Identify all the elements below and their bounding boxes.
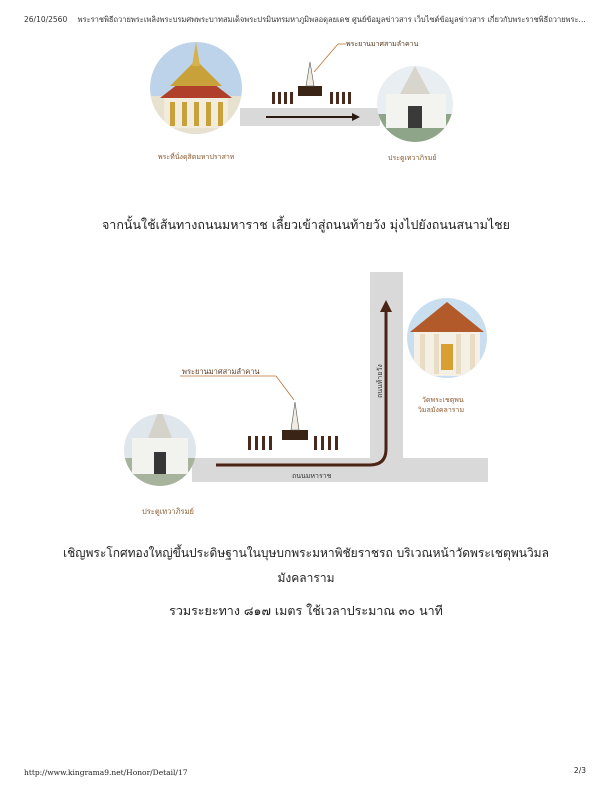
footer-page-number: 2/3 (573, 766, 586, 775)
gate-label: ประตูเทวาภิรมย์ (142, 507, 194, 516)
road-label-horizontal: ถนนมหาราช (292, 472, 332, 480)
caption-route-2-line1: เชิญพระโกศทองใหญ่ขึ้นประดิษฐานในบุษบกพระ… (63, 546, 549, 560)
temple-label-line2: วิมลมังคลาราม (418, 406, 464, 414)
page-header: 26/10/2560 พระราชพิธีถวายพระเพลิงพระบรมศ… (24, 14, 590, 26)
road-label-vertical: ถนนท้ายวัง (376, 364, 384, 398)
caption-route-1: จากนั้นใช้เส้นทางถนนมหาราช เลี้ยวเข้าสู่… (101, 217, 510, 232)
procession-figures (272, 61, 351, 104)
gate-photo (377, 66, 453, 142)
road-band-horizontal (192, 458, 488, 482)
route-arrowhead (352, 113, 360, 121)
palace-label: พระที่นั่งดุสิตมหาปราสาท (158, 152, 235, 161)
header-title: พระราชพิธีถวายพระเพลิงพระบรมศพพระบาทสมเด… (77, 15, 586, 24)
temple-photo (407, 298, 487, 378)
route-arrowhead (380, 300, 392, 312)
temple-label-line1: วัดพระเชตุพน (422, 396, 464, 404)
footer-url[interactable]: http://www.kingrama9.net/Honor/Detail/17 (24, 768, 188, 777)
gate-label: ประตูเทวาภิรมย์ (388, 154, 436, 162)
route-diagram-palace-to-gate: พระยานมาศสามลำคาน พระที่นั่งดุสิตมหาปราส… (150, 40, 453, 162)
caption-route-2-line2: มังคลาราม (277, 571, 335, 585)
procession-figures (248, 401, 338, 450)
vehicle-label: พระยานมาศสามลำคาน (182, 367, 260, 376)
caption-route-2: เชิญพระโกศทองใหญ่ขึ้นประดิษฐานในบุษบกพระ… (0, 541, 612, 591)
caption-distance-summary: รวมระยะทาง ๘๑๗ เมตร ใช้เวลาประมาณ ๓๐ นาท… (169, 603, 443, 618)
palace-photo (150, 42, 242, 134)
route-diagram-gate-to-temple: พระยานมาศสามลำคาน ถนนท้ายวัง ถนนมหาราช ว… (124, 272, 488, 516)
gate-photo (124, 414, 196, 486)
vehicle-label: พระยานมาศสามลำคาน (346, 40, 419, 48)
route-line (216, 310, 388, 467)
header-date: 26/10/2560 (24, 15, 68, 24)
